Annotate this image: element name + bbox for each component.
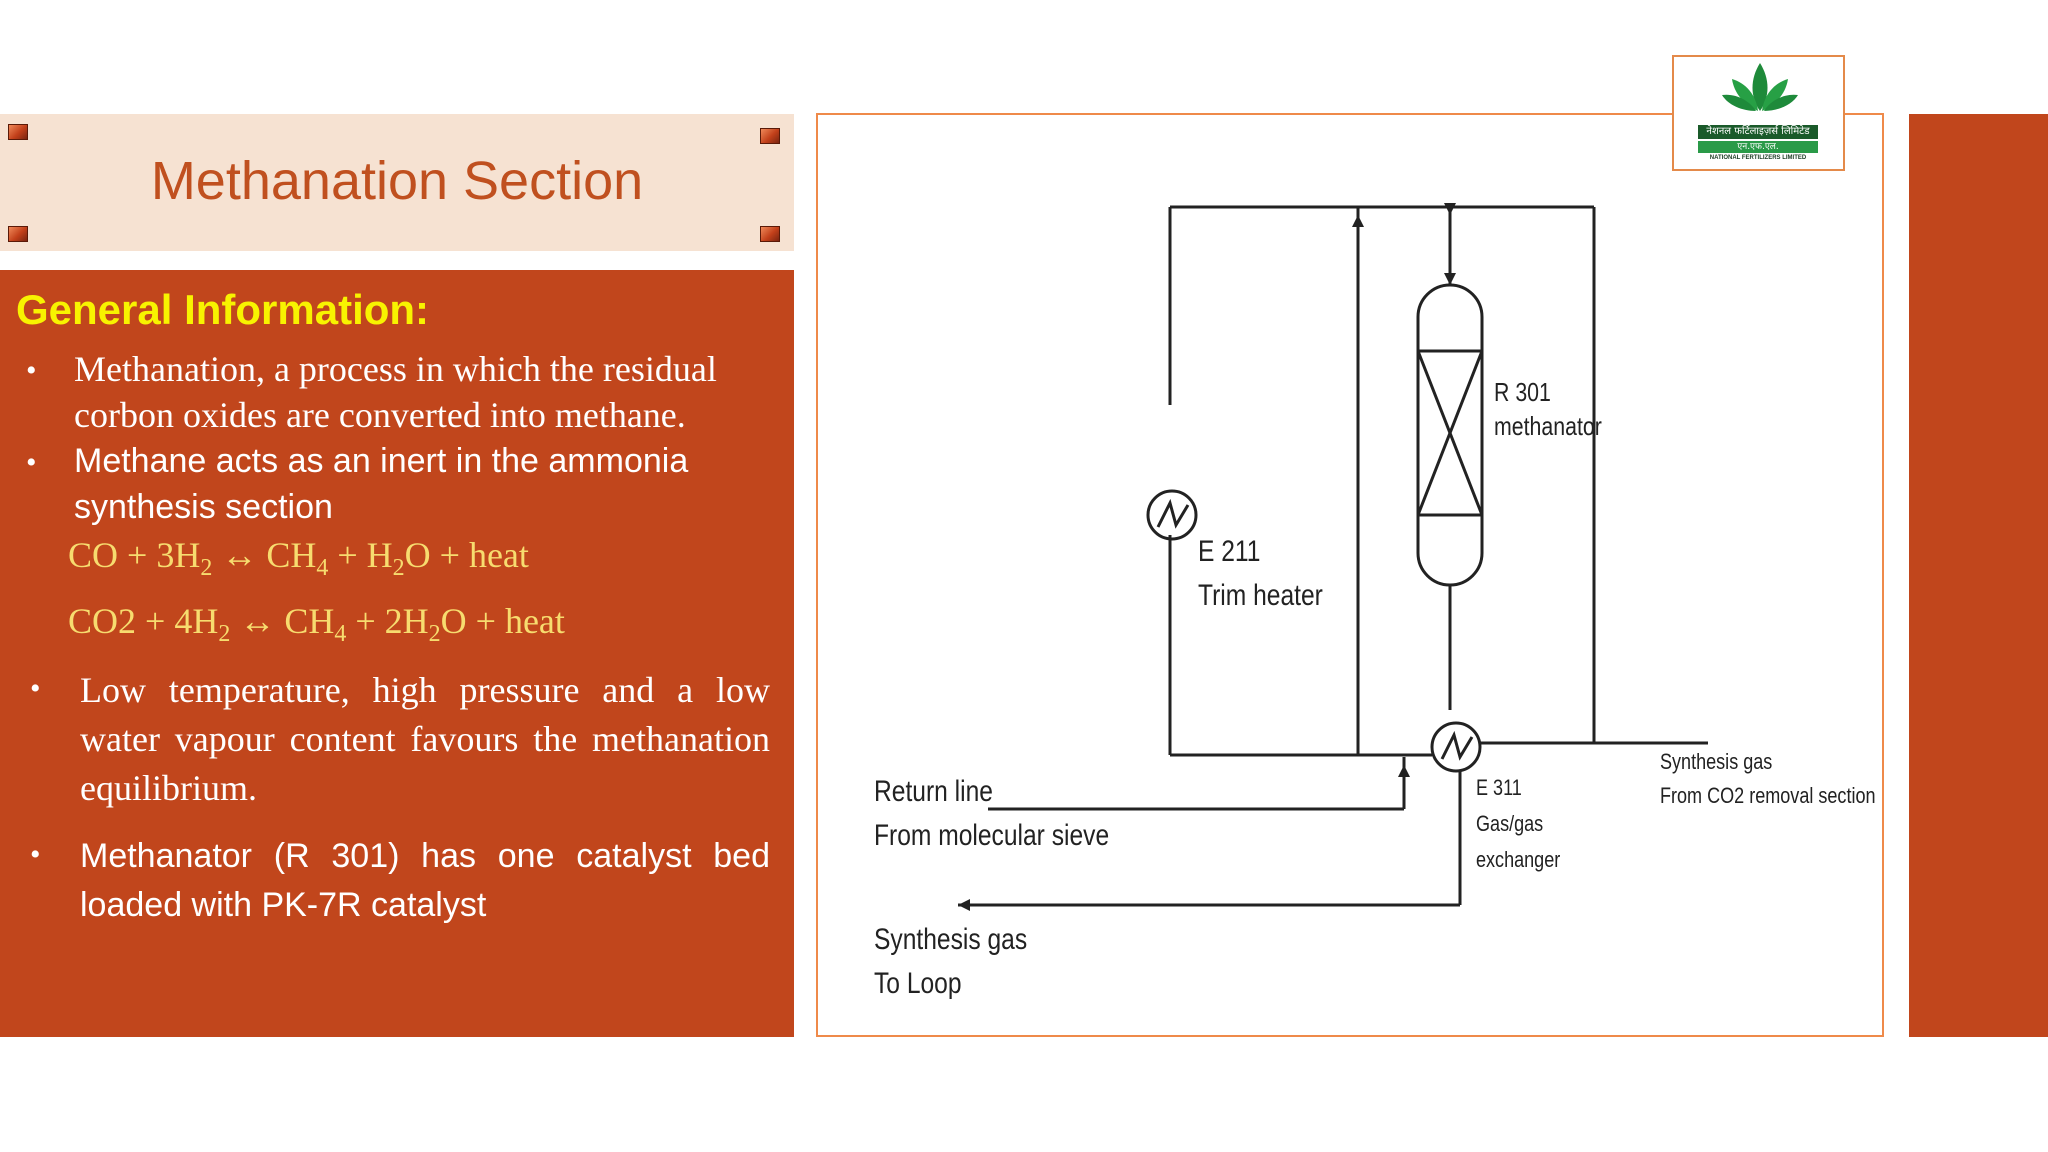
synthesis-gas-in-label: Synthesis gas [1660, 749, 1773, 774]
eq2-part-d: O + heat [440, 601, 565, 641]
content-panel: General Information: • Methanation, a pr… [0, 270, 794, 1037]
eq2-sub-a: 2 [218, 621, 231, 648]
slide-title: Methanation Section [150, 151, 644, 211]
corner-ornament-bl [8, 226, 28, 242]
eq1-sub-c: 2 [392, 555, 405, 582]
eq2-part-c: + 2H [346, 601, 429, 641]
bullet-4: Methanator (R 301) has one catalyst bed … [80, 837, 770, 924]
r301-label: R 301 [1494, 377, 1551, 407]
eq1-sub-a: 2 [200, 555, 213, 582]
synthesis-gas-out-dest: To Loop [874, 967, 962, 1000]
synthesis-gas-in-source: From CO2 removal section [1660, 783, 1876, 808]
return-line-label: Return line [874, 775, 993, 808]
e311-desc-1: Gas/gas [1476, 811, 1544, 836]
bullet-marker: • [26, 354, 37, 387]
eq2-part-a: CO2 + 4H [68, 601, 219, 641]
accent-strip [1909, 114, 2048, 1037]
title-band: Methanation Section [0, 114, 794, 251]
leaf-icon [1722, 63, 1798, 111]
section-heading: General Information: [16, 286, 430, 333]
bullet-1: Methanation, a process in which the resi… [74, 349, 717, 435]
company-logo: नेशनल फर्टिलाइज़र्स लिमिटेड एन.एफ.एल. NA… [1672, 55, 1845, 171]
e311-desc-2: exchanger [1476, 847, 1561, 872]
bullet-marker: • [30, 838, 41, 871]
eq1-sub-b: 4 [316, 555, 329, 582]
equation-1: CO + 3H2 ↔ CH4 + H2O + heat [68, 534, 529, 582]
eq1-part-d: O + heat [404, 535, 529, 575]
e211-desc: Trim heater [1198, 579, 1323, 612]
eq2-sub-c: 2 [428, 621, 441, 648]
bullet-2: Methane acts as an inert in the ammonia … [74, 442, 689, 526]
return-line-source: From molecular sieve [874, 819, 1110, 852]
logo-english-name: NATIONAL FERTILIZERS LIMITED [1709, 155, 1807, 161]
corner-ornament-tl [8, 124, 28, 140]
bullet-marker: • [26, 446, 37, 479]
eq2-sub-b: 4 [334, 621, 347, 648]
logo-abbr: एन.एफ.एल. [1698, 141, 1818, 153]
corner-ornament-br [760, 226, 780, 242]
eq1-part-c: + H [328, 535, 393, 575]
process-diagram: R 301 methanator E 211 Trim heater E 311… [816, 113, 1884, 1037]
eq1-part-b: ↔ CH [212, 535, 317, 575]
eq2-part-b: ↔ CH [230, 601, 335, 641]
diagram-lines [958, 203, 1708, 911]
corner-ornament-tr [760, 128, 780, 144]
e311-label: E 311 [1476, 775, 1522, 800]
bullet-3: Low temperature, high pressure and a low… [80, 670, 770, 808]
synthesis-gas-out-label: Synthesis gas [874, 923, 1028, 956]
logo-hindi-name: नेशनल फर्टिलाइज़र्स लिमिटेड [1698, 125, 1818, 139]
eq1-part-a: CO + 3H [68, 535, 201, 575]
bullet-marker: • [30, 672, 41, 705]
equation-2: CO2 + 4H2 ↔ CH4 + 2H2O + heat [68, 600, 565, 648]
r301-desc: methanator [1494, 411, 1602, 441]
e211-label: E 211 [1198, 535, 1261, 568]
